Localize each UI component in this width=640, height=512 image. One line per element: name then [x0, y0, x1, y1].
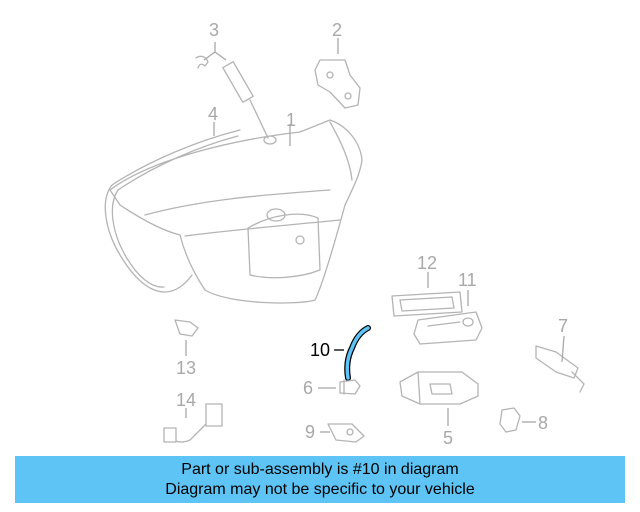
- lamp-lens: [391, 291, 463, 317]
- wiring-harness: [163, 403, 223, 443]
- callout-2: 2: [332, 20, 342, 40]
- trunk-lid: [109, 119, 363, 304]
- lock-cylinder: [535, 345, 585, 393]
- callout-numbers: 1 2 3 4 5 6 7 8 9 10 11 12 13 14: [176, 20, 568, 448]
- weatherstrip: [104, 129, 241, 293]
- leader-lines: [185, 38, 565, 433]
- banner-line-2: Diagram may not be specific to your vehi…: [165, 481, 475, 498]
- callout-5: 5: [443, 428, 453, 448]
- callout-12: 12: [417, 253, 437, 273]
- callout-8: 8: [538, 413, 548, 433]
- bumper-stop: [174, 319, 199, 337]
- latch-clip: [327, 423, 365, 443]
- callout-11: 11: [458, 270, 477, 290]
- release-cable-highlighted: [344, 325, 371, 381]
- switch: [339, 379, 361, 395]
- callout-6: 6: [303, 378, 313, 398]
- lift-support: [195, 55, 277, 145]
- callout-3: 3: [209, 20, 219, 40]
- callout-1: 1: [286, 110, 296, 130]
- hinge: [314, 59, 361, 109]
- trunk-handle: [413, 311, 483, 345]
- callout-7: 7: [558, 316, 568, 336]
- callout-13: 13: [176, 358, 196, 378]
- callout-10: 10: [310, 340, 330, 360]
- callout-14: 14: [176, 390, 196, 410]
- latch: [399, 371, 479, 405]
- info-banner: Part or sub-assembly is #10 in diagram D…: [15, 456, 625, 503]
- grommet: [499, 407, 521, 433]
- callout-9: 9: [305, 422, 315, 442]
- banner-line-1: Part or sub-assembly is #10 in diagram: [181, 461, 459, 478]
- callout-4: 4: [208, 104, 218, 124]
